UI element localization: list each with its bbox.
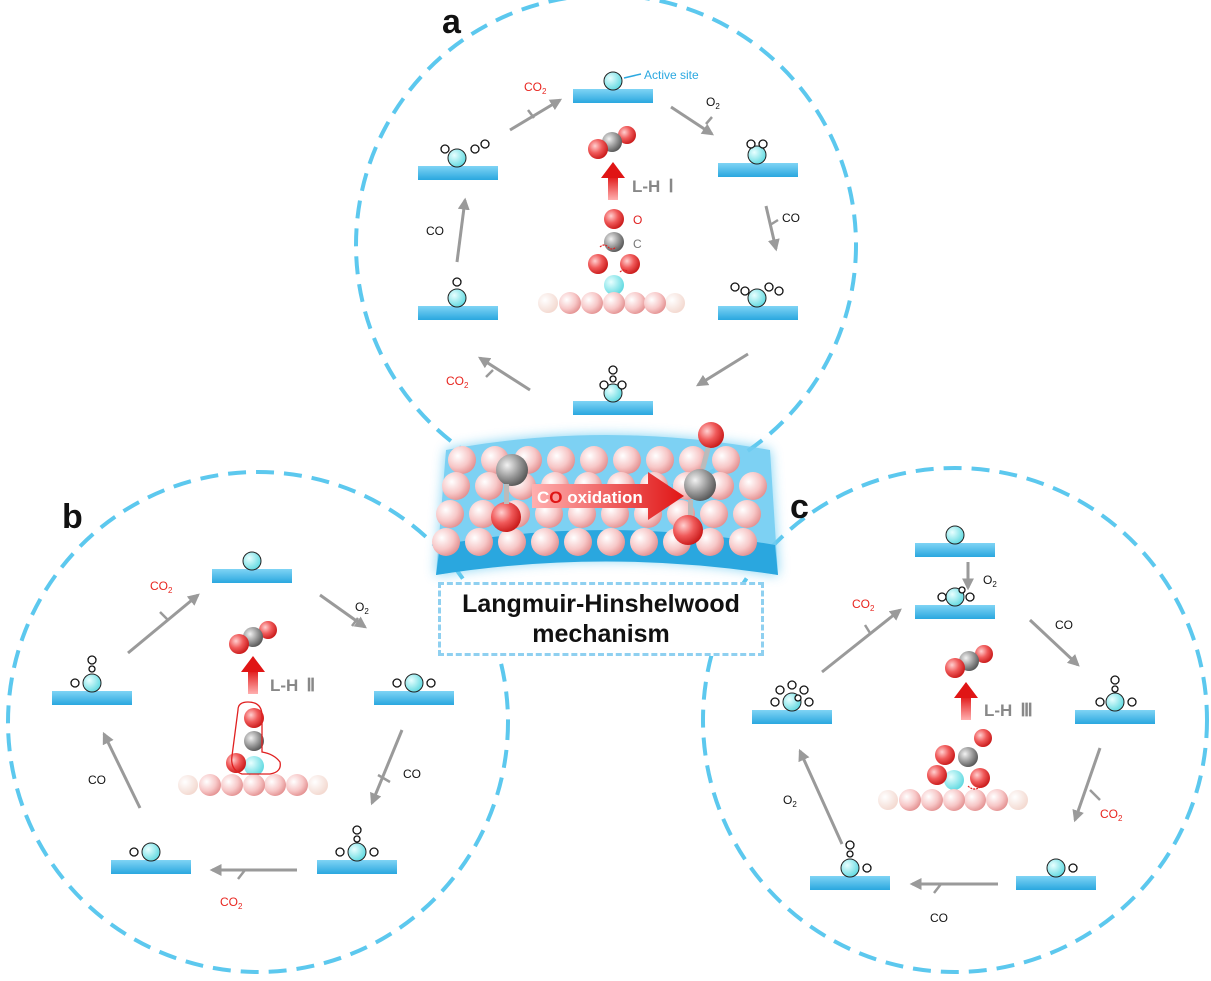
surface xyxy=(752,710,832,724)
panel-c-letter: c xyxy=(790,488,809,526)
panel-c-circle xyxy=(701,466,1209,974)
surface-atom xyxy=(739,472,767,500)
surface xyxy=(374,691,454,705)
svg-text:O2: O2 xyxy=(783,793,797,809)
svg-text:CO: CO xyxy=(403,767,421,781)
surface-atom xyxy=(630,528,658,556)
surface-atom xyxy=(597,528,625,556)
panel-a: Active site O2 CO CO CO2 CO2 xyxy=(418,68,800,415)
surface-atom xyxy=(729,528,757,556)
surface xyxy=(1075,710,1155,724)
mechanism-title-box: Langmuir-Hinshelwood mechanism xyxy=(438,582,764,656)
svg-text:O: O xyxy=(633,213,642,227)
surface-atom xyxy=(436,500,464,528)
surface-atom xyxy=(564,528,592,556)
surface-atom xyxy=(432,528,460,556)
active-site xyxy=(347,842,367,862)
surface xyxy=(212,569,292,583)
svg-text:O2: O2 xyxy=(706,95,720,111)
surface-atom xyxy=(700,500,728,528)
panel-b-circle xyxy=(6,470,510,974)
svg-text:CO2: CO2 xyxy=(852,597,875,613)
svg-text:CO: CO xyxy=(782,211,800,225)
svg-text:O2: O2 xyxy=(355,600,369,616)
active-site xyxy=(447,148,467,168)
surface xyxy=(718,163,798,177)
svg-text:CO: CO xyxy=(1055,618,1073,632)
active-site xyxy=(447,288,467,308)
panel-b-letter: b xyxy=(62,498,83,536)
surface-atom xyxy=(448,446,476,474)
surface-atom xyxy=(442,472,470,500)
surface xyxy=(573,89,653,103)
active-site xyxy=(747,145,767,165)
surface-atom xyxy=(613,446,641,474)
surface-atom xyxy=(531,528,559,556)
surface xyxy=(1016,876,1096,890)
surface-atom xyxy=(475,472,503,500)
surface xyxy=(810,876,890,890)
surface xyxy=(915,543,995,557)
surface xyxy=(111,860,191,874)
surface-atom xyxy=(696,528,724,556)
active-site xyxy=(603,71,623,91)
svg-text:CO: CO xyxy=(930,911,948,925)
surface-atom xyxy=(580,446,608,474)
surface-atom xyxy=(646,446,674,474)
svg-text:L-HⅠ: L-HⅠ xyxy=(632,176,674,196)
surface-atom xyxy=(469,500,497,528)
surface-atom xyxy=(465,528,493,556)
active-site xyxy=(141,842,161,862)
surface xyxy=(418,166,498,180)
surface xyxy=(915,605,995,619)
active-site xyxy=(747,288,767,308)
svg-text:CO: CO xyxy=(426,224,444,238)
active-site xyxy=(840,858,860,878)
surface xyxy=(718,306,798,320)
surface-atom xyxy=(679,446,707,474)
active-site xyxy=(242,551,262,571)
active-site xyxy=(1046,858,1066,878)
surface xyxy=(317,860,397,874)
surface xyxy=(418,306,498,320)
surface xyxy=(52,691,132,705)
svg-text:CO: CO xyxy=(88,773,106,787)
svg-text:CO2: CO2 xyxy=(1100,807,1123,823)
active-site-label: Active site xyxy=(644,68,699,82)
svg-text:C: C xyxy=(633,237,642,251)
svg-text:O2: O2 xyxy=(983,573,997,589)
svg-text:CO2: CO2 xyxy=(524,80,547,96)
svg-text:L-HⅡ: L-HⅡ xyxy=(270,675,315,695)
co-oxidation-label: CO oxidation xyxy=(537,488,643,507)
active-site xyxy=(1105,692,1125,712)
surface-atom xyxy=(498,528,526,556)
surface-atom xyxy=(712,446,740,474)
center-catalyst-surface: CO oxidation xyxy=(432,422,778,575)
active-site xyxy=(945,525,965,545)
panel-a-letter: a xyxy=(442,3,462,41)
mechanism-title-line1: Langmuir-Hinshelwood xyxy=(462,590,740,618)
svg-text:CO2: CO2 xyxy=(150,579,173,595)
active-site xyxy=(603,383,623,403)
surface xyxy=(573,401,653,415)
surface-atom xyxy=(733,500,761,528)
svg-text:CO2: CO2 xyxy=(220,895,243,911)
active-site xyxy=(82,673,102,693)
co-oxidation-arrow xyxy=(532,472,684,520)
svg-text:CO2: CO2 xyxy=(446,374,469,390)
active-site xyxy=(404,673,424,693)
surface-atom xyxy=(547,446,575,474)
mechanism-title-line2: mechanism xyxy=(532,620,670,648)
